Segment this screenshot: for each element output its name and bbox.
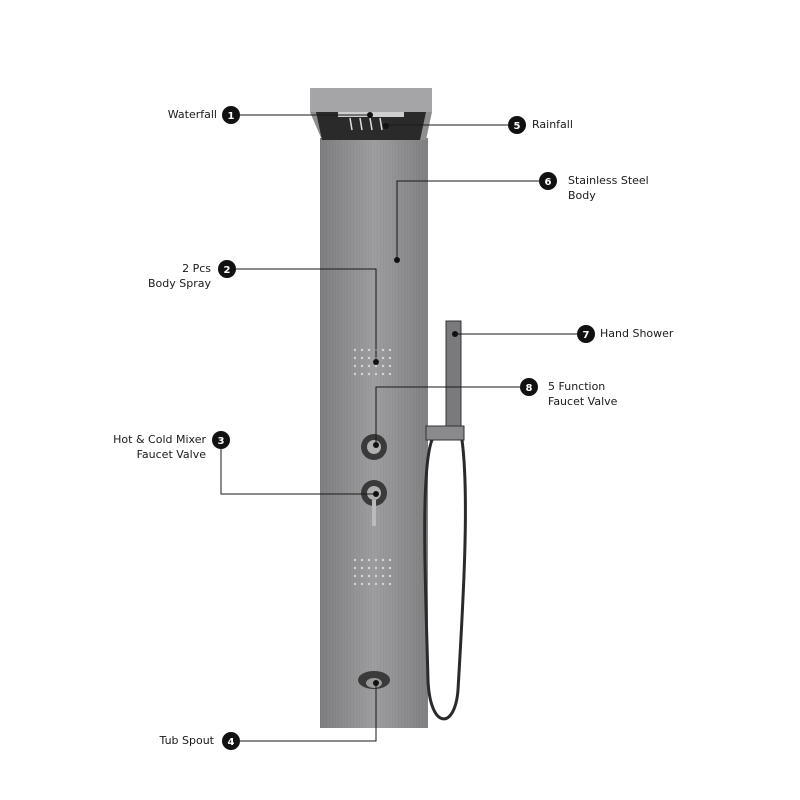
badge-5: 5 [508, 116, 526, 134]
jet-nozzle [353, 558, 357, 562]
badge-6: 6 [539, 172, 557, 190]
jet-nozzle [381, 558, 385, 562]
jet-nozzle [381, 574, 385, 578]
label-line: Faucet Valve [548, 395, 618, 408]
jet-nozzle [388, 566, 392, 570]
label-line: 5 Function [548, 380, 606, 393]
jet-nozzle [353, 356, 357, 360]
callout-lines [220, 114, 577, 742]
label-line: Hot & Cold Mixer [113, 433, 206, 446]
jet-nozzle [353, 348, 357, 352]
svg-text:7: 7 [583, 330, 590, 341]
jet-nozzle [360, 372, 364, 376]
jet-nozzle [374, 372, 378, 376]
badge-7: 7 [577, 325, 595, 343]
jet-nozzle [353, 364, 357, 368]
jet-nozzle [374, 558, 378, 562]
svg-text:3: 3 [218, 436, 225, 447]
jet-nozzle [374, 574, 378, 578]
mixer-valves [358, 434, 390, 689]
label-line: Body Spray [147, 277, 211, 290]
jet-nozzle [353, 566, 357, 570]
body-spray-jets [353, 348, 392, 586]
badge-3: 3 [212, 431, 230, 449]
svg-text:1: 1 [228, 111, 235, 122]
jet-nozzle [388, 372, 392, 376]
jet-nozzle [367, 364, 371, 368]
label-line: Faucet Valve [136, 448, 206, 461]
label-line: Stainless Steel [568, 174, 649, 187]
jet-nozzle [360, 364, 364, 368]
jet-nozzle [367, 574, 371, 578]
svg-text:6: 6 [545, 177, 552, 188]
shower-panel [310, 88, 432, 728]
svg-text:2: 2 [224, 265, 231, 276]
jet-nozzle [388, 574, 392, 578]
label-line: 2 Pcs [182, 262, 211, 275]
jet-nozzle [381, 356, 385, 360]
badge-8: 8 [520, 378, 538, 396]
badge-2: 2 [218, 260, 236, 278]
jet-nozzle [374, 364, 378, 368]
jet-nozzle [367, 582, 371, 586]
jet-nozzle [353, 372, 357, 376]
label-line: Body [568, 189, 596, 202]
badge-1: 1 [222, 106, 240, 124]
jet-nozzle [381, 566, 385, 570]
jet-nozzle [388, 558, 392, 562]
jet-nozzle [374, 566, 378, 570]
svg-text:5: 5 [514, 121, 521, 132]
jet-nozzle [367, 558, 371, 562]
jet-nozzle [388, 364, 392, 368]
jet-nozzle [374, 582, 378, 586]
jet-nozzle [353, 582, 357, 586]
label-tub-spout: Tub Spout [159, 734, 214, 747]
jet-nozzle [360, 574, 364, 578]
hand-shower [423, 320, 467, 721]
jet-nozzle [388, 582, 392, 586]
badge-4: 4 [222, 732, 240, 750]
jet-nozzle [388, 348, 392, 352]
jet-nozzle [360, 356, 364, 360]
svg-text:8: 8 [526, 383, 533, 394]
jet-nozzle [360, 566, 364, 570]
jet-nozzle [353, 574, 357, 578]
label-waterfall: Waterfall [167, 108, 217, 121]
jet-nozzle [360, 348, 364, 352]
label-rainfall: Rainfall [532, 118, 573, 131]
jet-nozzle [360, 582, 364, 586]
callout-badges: 1 2 3 4 5 6 7 8 [212, 106, 595, 750]
jet-nozzle [367, 356, 371, 360]
jet-nozzle [388, 356, 392, 360]
jet-nozzle [381, 582, 385, 586]
jet-nozzle [381, 364, 385, 368]
jet-nozzle [381, 348, 385, 352]
jet-nozzle [367, 566, 371, 570]
svg-text:4: 4 [228, 737, 235, 748]
jet-nozzle [381, 372, 385, 376]
jet-nozzle [367, 348, 371, 352]
label-hand-shower: Hand Shower [600, 327, 674, 340]
jet-nozzle [367, 372, 371, 376]
jet-nozzle [360, 558, 364, 562]
callout-dots [367, 112, 458, 686]
